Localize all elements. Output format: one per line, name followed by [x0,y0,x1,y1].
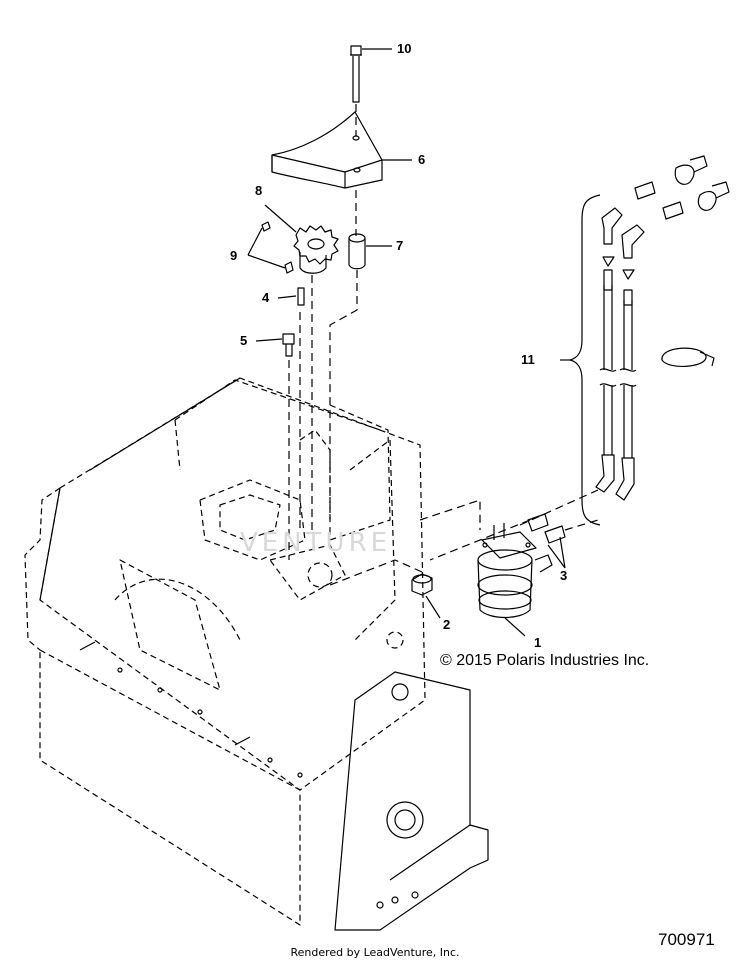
diagram-id: 700971 [658,930,715,949]
callout-9: 9 [230,248,238,263]
callout-4: 4 [262,290,270,305]
pins [261,221,294,274]
assembly-lines [288,104,599,586]
callout-6: 6 [418,152,426,167]
callout-10: 10 [397,41,412,56]
chute-top [271,111,383,189]
leader-lines [247,48,570,637]
callout-3: 3 [560,568,568,583]
watermark: VENTURE [240,528,392,558]
bolt-5 [282,333,295,357]
callout-11-brace [569,194,601,526]
spacer [348,233,366,270]
bolt-10 [350,45,362,103]
key [297,287,305,306]
gear [293,225,339,274]
fittings [527,513,566,544]
callout-1: 1 [534,635,542,650]
auger-housing [24,377,489,931]
hydraulic-hoses [595,155,730,501]
callout-2: 2 [443,617,451,632]
nut [411,573,433,596]
callout-5: 5 [240,333,248,348]
hydraulic-motor [477,523,553,619]
copyright-notice: © 2015 Polaris Industries Inc. [440,652,650,669]
rendered-by: Rendered by LeadVenture, Inc. [290,946,460,959]
callout-8: 8 [255,183,263,198]
callout-11: 11 [521,352,535,367]
callout-7: 7 [396,238,404,253]
